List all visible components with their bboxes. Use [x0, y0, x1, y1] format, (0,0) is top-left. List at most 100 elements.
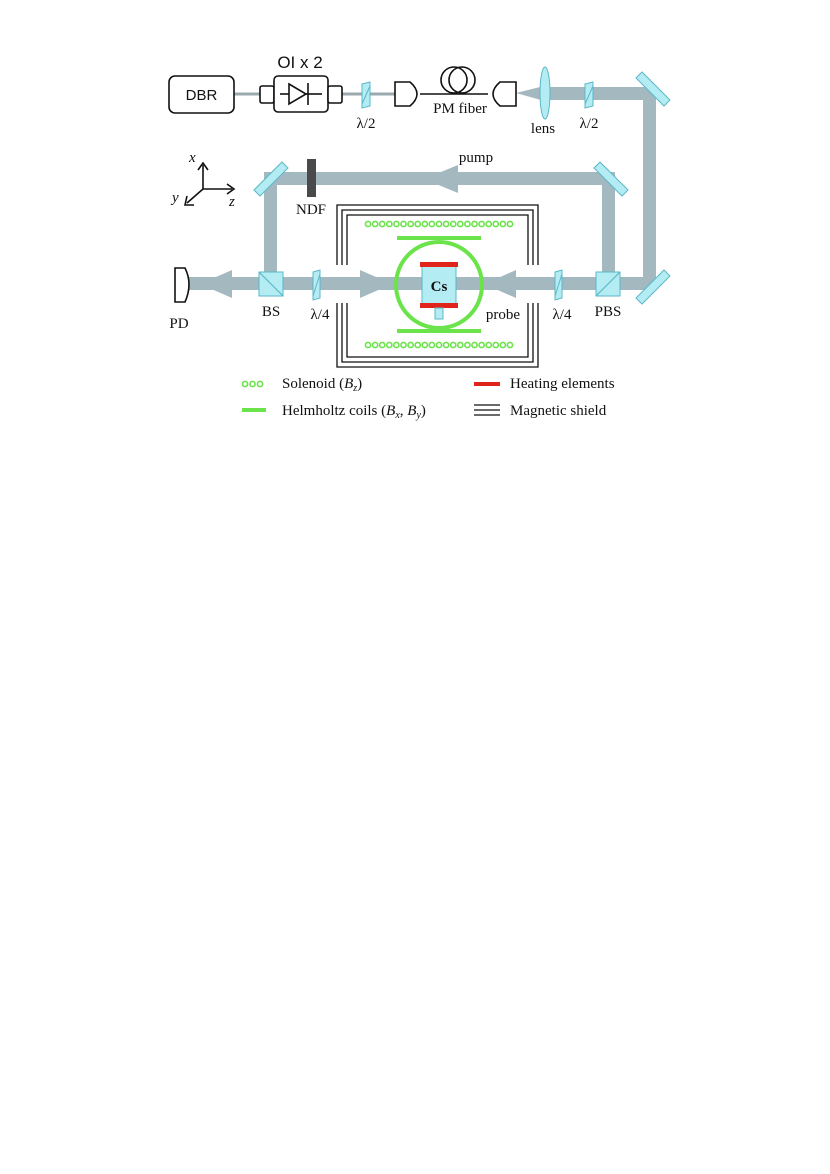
solenoid-dot [385, 220, 393, 228]
solenoid-dot [442, 341, 450, 349]
solenoid-dot [478, 341, 485, 349]
solenoid-coils-top [364, 220, 514, 228]
solenoid-dot [414, 341, 422, 349]
arrow-to-pd [200, 270, 232, 298]
solenoid-dot [378, 220, 386, 228]
mirror-top-right [635, 71, 671, 107]
heating-element-top [420, 262, 458, 267]
solenoid-dot [256, 380, 264, 388]
magnetic-shield [336, 204, 539, 368]
solenoid-dot [421, 341, 429, 349]
solenoid-dot [485, 220, 493, 228]
solenoid-dot [428, 220, 436, 228]
pm-fiber-coil [440, 66, 476, 94]
solenoid-dot [499, 341, 507, 349]
legend-solenoid-swatch [241, 380, 264, 388]
lens-label: lens [531, 121, 555, 137]
mirror-bottom-right [635, 269, 671, 305]
pbs-label: PBS [595, 304, 622, 320]
beam-splitter [258, 271, 284, 297]
beam-top-right [548, 87, 656, 100]
axis-y-label: y [170, 190, 179, 206]
pump-label: pump [459, 150, 493, 166]
probe-label: probe [486, 307, 520, 323]
beam-left-vertical [264, 172, 277, 284]
arrow-to-cell-left [360, 270, 392, 298]
lens [539, 66, 551, 120]
solenoid-dot [407, 220, 414, 228]
quarterwave-left-label: λ/4 [311, 307, 330, 323]
dbr-laser [168, 75, 235, 114]
fiber-coupler-right [492, 81, 517, 107]
solenoid-dot [421, 220, 429, 228]
solenoid-dot [463, 341, 471, 349]
solenoid-dot [428, 341, 436, 349]
optical-isolator [259, 75, 343, 113]
solenoid-dot [456, 341, 464, 349]
laser-source-line: DBR OI x 2 λ/2 PM fiber lens [168, 53, 599, 137]
mirrors [253, 71, 671, 305]
solenoid-dot [400, 220, 407, 228]
solenoid-dot [392, 220, 400, 228]
cesium-vapor-cell [420, 262, 458, 320]
solenoid-coils-bottom [364, 341, 514, 349]
solenoid-dot [463, 220, 471, 228]
solenoid-dot [499, 220, 507, 228]
fiber-coupler-left [394, 81, 418, 107]
cs-label: Cs [431, 279, 448, 295]
helmholtz-coil-ring [394, 240, 484, 330]
axis-x-label: x [188, 150, 196, 166]
legend-solenoid-text: Solenoid (Bz) [282, 376, 362, 394]
solenoid-dot [435, 220, 443, 228]
legend-helmholtz-text: Helmholtz coils (Bx, By) [282, 403, 426, 421]
legend-shield-swatch [474, 404, 500, 416]
quarterwave-right-label: λ/4 [553, 307, 572, 323]
beam-right-vertical [643, 93, 656, 283]
solenoid-dot [364, 220, 372, 228]
solenoid-dot [241, 380, 249, 388]
solenoid-dot [249, 380, 256, 388]
laser-beams [186, 85, 656, 298]
cell-stem [434, 307, 444, 320]
ndf-label: NDF [296, 202, 326, 218]
solenoid-dot [385, 341, 393, 349]
heating-element-bottom [420, 303, 458, 308]
solenoid-dot [400, 341, 407, 349]
solenoid-dot [378, 341, 386, 349]
solenoid-dot [364, 341, 372, 349]
solenoid-dot [492, 220, 500, 228]
solenoid-dot [392, 341, 400, 349]
pump-arrow [424, 165, 458, 193]
pd-label: PD [169, 316, 188, 332]
solenoid-dot [506, 341, 514, 349]
solenoid-dot [449, 220, 457, 228]
mirror-pump-right [593, 161, 629, 197]
photodetector [174, 267, 190, 303]
helmholtz-coils [394, 236, 484, 333]
legend-heating-text: Heating elements [510, 376, 615, 392]
solenoid-dot [371, 220, 379, 228]
oi-label: OI x 2 [277, 53, 322, 72]
halfwave-2-label: λ/2 [580, 116, 599, 132]
solenoid-dot [478, 220, 485, 228]
solenoid-dot [414, 220, 422, 228]
dbr-label: DBR [186, 87, 218, 104]
legend-shield-text: Magnetic shield [510, 403, 607, 419]
solenoid-dot [442, 220, 450, 228]
mirror-pump-left [253, 161, 289, 197]
beam-probe [186, 277, 596, 290]
solenoid-dot [407, 341, 414, 349]
solenoid-dot [471, 220, 478, 228]
solenoid-dot [506, 220, 514, 228]
pm-fiber-label: PM fiber [433, 101, 487, 117]
axis-z-label: z [228, 194, 235, 210]
solenoid-dot [371, 341, 379, 349]
solenoid-dot [456, 220, 464, 228]
coordinate-axes [184, 161, 236, 206]
polarizing-beam-splitter [595, 271, 621, 297]
legend: Solenoid (Bz) Helmholtz coils (Bx, By) H… [241, 376, 615, 421]
neutral-density-filter [307, 159, 316, 197]
solenoid-dot [449, 341, 457, 349]
solenoid-dot [485, 341, 493, 349]
